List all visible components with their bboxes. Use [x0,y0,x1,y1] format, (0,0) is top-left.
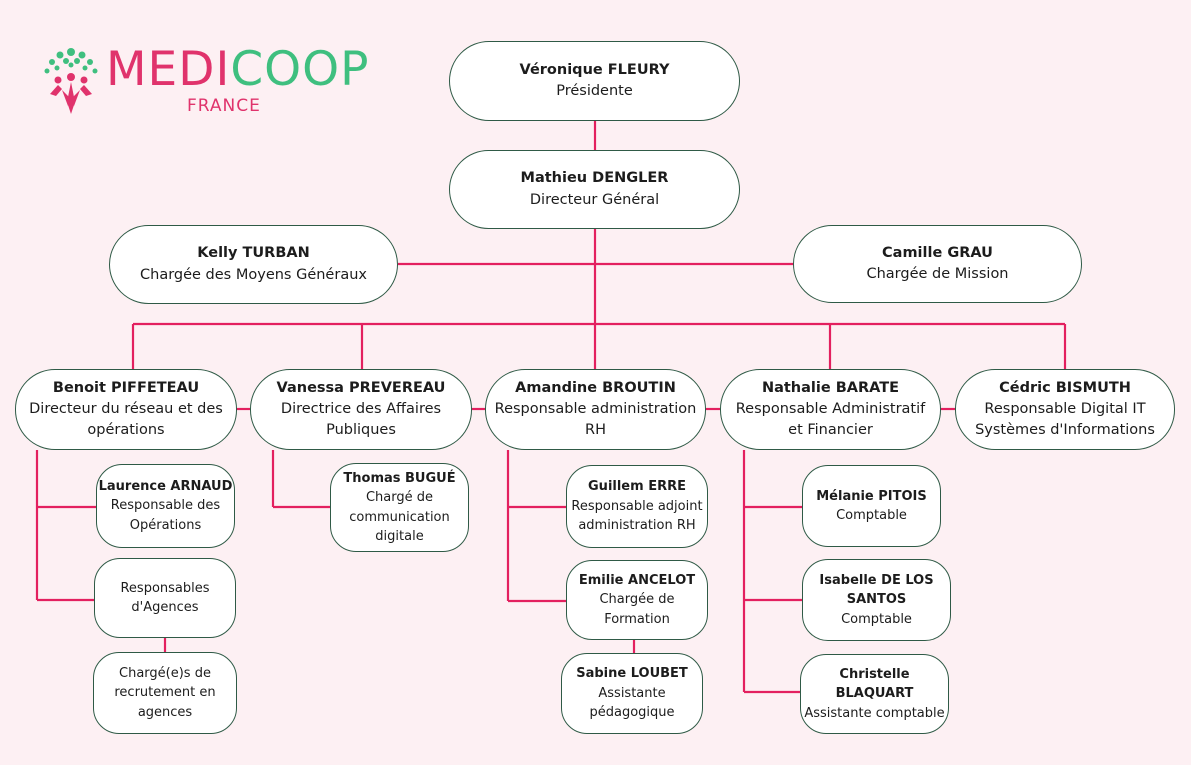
logo-wordmark: MEDICOOP [106,46,369,93]
node-communication-digitale: Thomas BUGUÉ Chargé de communication dig… [330,463,469,552]
node-assistante-pedagogique: Sabine LOUBET Assistante pédagogique [561,653,703,734]
node-director-general: Mathieu DENGLER Directeur Général [449,150,740,229]
node-responsables-agences: Responsables d'Agences [94,558,236,638]
node-name: Emilie ANCELOT [578,572,696,588]
node-name: Vanessa PREVEREAU [276,379,446,396]
node-chargee-formation: Emilie ANCELOT Chargée de Formation [566,560,708,640]
node-president: Véronique FLEURY Présidente [449,41,740,121]
node-title-line2: Systèmes d'Informations [975,422,1155,438]
node-name: Amandine BROUTIN [515,379,676,396]
node-name: Mathieu DENGLER [520,170,669,187]
node-charges-recrutement: Chargé(e)s de recrutement en agences [93,652,237,734]
node-title-line1: Responsable adjoint [571,498,703,514]
node-name: Laurence ARNAUD [98,478,233,494]
node-title-line2: Opérations [129,517,202,533]
node-line2: d'Agences [131,600,199,615]
node-title-line1: Directrice des Affaires [280,400,442,417]
node-line2: communication [349,509,450,525]
node-title-line1: Responsable Digital IT [984,400,1146,417]
node-comptable-pitois: Mélanie PITOIS Comptable [802,465,941,547]
logo-tree-icon [44,48,98,114]
node-directeur-reseau: Benoit PIFFETEAU Directeur du réseau et … [15,369,237,450]
node-line3: digitale [375,529,424,544]
node-title: Comptable [836,508,907,523]
node-moyens-generaux: Kelly TURBAN Chargée des Moyens Généraux [109,225,398,304]
node-title-line1: Responsable Administratif [735,400,926,417]
node-line1: Responsables [120,580,210,596]
node-name: Kelly TURBAN [197,245,310,262]
node-title-line1: Directeur du réseau et des [29,400,223,417]
node-title-line2: et Financier [788,422,873,438]
node-name: Mélanie PITOIS [816,488,927,504]
logo-coop: COOP [230,42,370,97]
node-title-line2: opérations [87,422,165,438]
node-title-line2: administration RH [578,518,696,534]
node-title: Assistante comptable [804,705,945,721]
node-line1: Chargé de [365,490,434,505]
node-administratif-financier: Nathalie BARATE Responsable Administrati… [720,369,941,450]
node-line1: Chargé(e)s de [119,665,211,681]
node-name: Christelle BLAQUART [835,666,914,702]
node-name: Guillem ERRE [588,479,686,495]
node-title: Présidente [556,83,633,99]
node-title-line1: Responsable des [110,498,221,514]
node-name: Sabine LOUBET [576,666,688,682]
node-line2: recrutement en [114,685,216,701]
logo-medi: MEDI [106,42,231,97]
node-name: Thomas BUGUÉ [343,470,456,486]
medicoop-logo: MEDICOOP FRANCE [40,44,370,124]
node-title-line2: Publiques [326,422,396,438]
node-name-line1: Isabelle DE LOS [819,572,934,588]
node-adjoint-rh: Guillem ERRE Responsable adjoint adminis… [566,465,708,548]
node-name-line2: SANTOS [846,592,907,608]
node-title-line2: RH [585,422,606,438]
node-charge-mission: Camille GRAU Chargée de Mission [793,225,1082,303]
node-title: Comptable [841,611,912,627]
node-title: Chargée des Moyens Généraux [140,266,367,283]
node-title: Chargée de Mission [866,266,1009,282]
node-title-line2: pédagogique [589,705,675,721]
node-line3: agences [137,704,193,720]
node-title: Directeur Général [529,191,660,208]
node-name: Camille GRAU [882,244,993,261]
node-digital-it: Cédric BISMUTH Responsable Digital IT Sy… [955,369,1175,450]
node-name: Véronique FLEURY [519,61,670,78]
node-assistante-comptable: Christelle BLAQUART Assistante comptable [800,654,949,734]
node-comptable-delossantos: Isabelle DE LOS SANTOS Comptable [802,559,951,641]
node-title-line1: Assistante [598,685,666,701]
node-name: Nathalie BARATE [761,379,900,396]
node-title-line1: Chargée de [599,592,675,608]
node-responsable-operations: Laurence ARNAUD Responsable des Opératio… [96,464,235,548]
node-administration-rh: Amandine BROUTIN Responsable administrat… [485,369,706,450]
node-affaires-publiques: Vanessa PREVEREAU Directrice des Affaire… [250,369,472,450]
node-title-line1: Responsable administration [494,400,697,417]
node-name: Cédric BISMUTH [999,379,1131,396]
logo-country: FRANCE [187,96,261,116]
node-name: Benoit PIFFETEAU [52,379,200,396]
node-title-line2: Formation [604,611,670,627]
